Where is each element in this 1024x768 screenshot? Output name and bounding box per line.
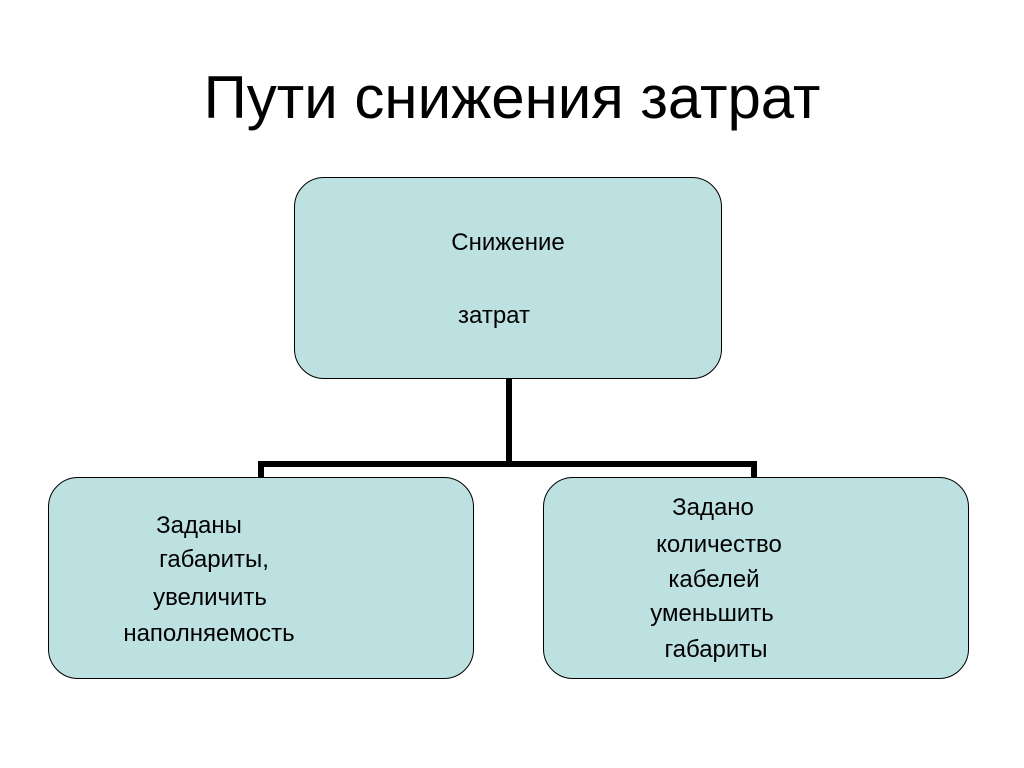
node-right-line-5: габариты bbox=[664, 636, 768, 663]
node-right-line-1: Задано bbox=[672, 494, 754, 521]
node-right-line-3: кабелей bbox=[668, 566, 760, 593]
node-root-line-2: затрат bbox=[458, 302, 530, 329]
node-fixed-dimensions: Заданы габариты, увеличить наполняемость bbox=[48, 477, 474, 679]
node-root-line-1: Снижение bbox=[451, 229, 565, 256]
node-fixed-cable-count: Задано количество кабелей уменьшить габа… bbox=[543, 477, 969, 679]
node-left-line-3: увеличить bbox=[153, 584, 267, 611]
node-left-line-2: габариты, bbox=[159, 546, 269, 573]
node-left-line-1: Заданы bbox=[156, 512, 242, 539]
node-right-line-2: количество bbox=[656, 531, 782, 558]
node-right-line-4: уменьшить bbox=[650, 600, 774, 627]
node-cost-reduction: Снижение затрат bbox=[294, 177, 722, 379]
slide-title: Пути снижения затрат bbox=[203, 64, 821, 131]
node-left-line-4: наполняемость bbox=[123, 620, 295, 647]
